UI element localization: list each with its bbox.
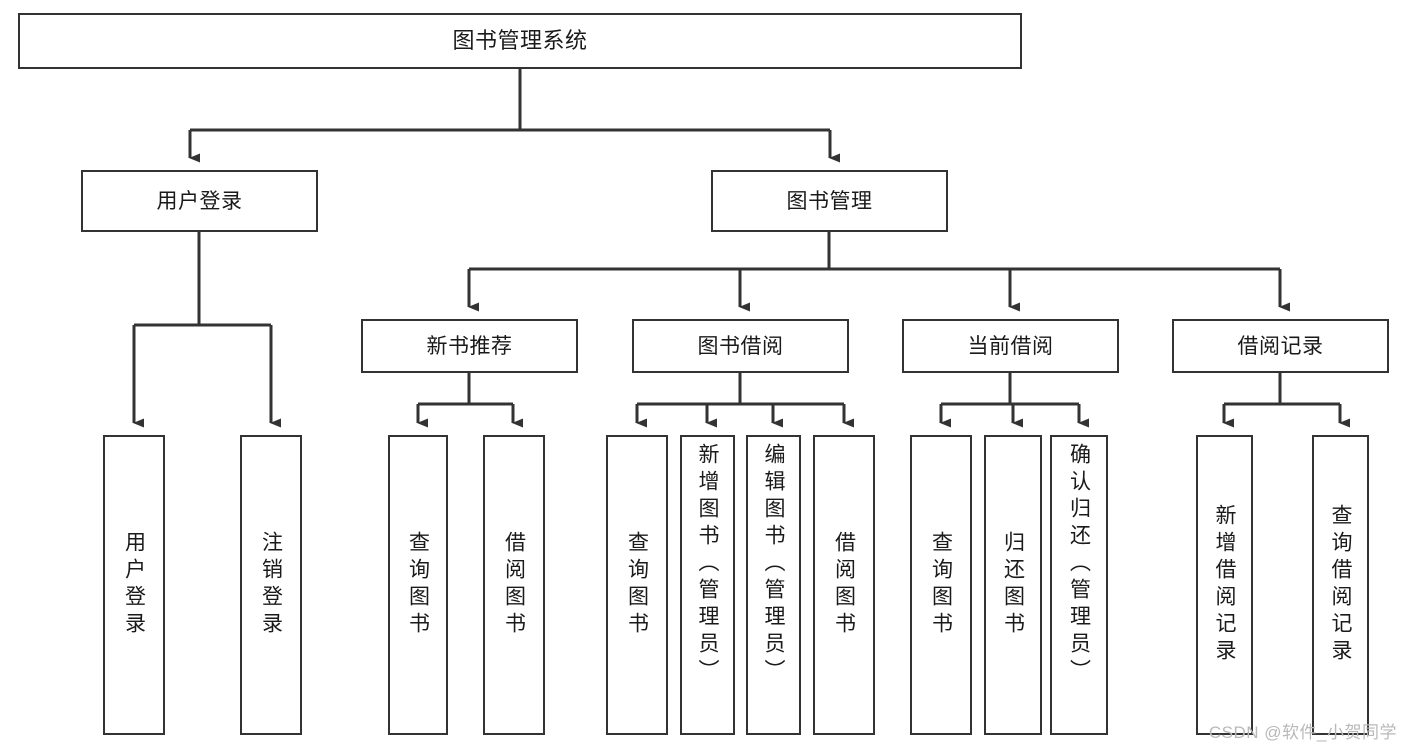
node-label: 归还图书 [1001, 531, 1025, 639]
csdn-watermark: CSDN @软件_小贺同学 [1208, 723, 1397, 742]
node-label: 查询图书 [406, 531, 430, 639]
node-label: 图书借阅 [697, 334, 784, 358]
node-leaf-return-book[interactable]: 归还图书 [984, 435, 1042, 735]
node-label: 查询图书 [625, 531, 649, 639]
node-label: 新增图书（管理员） [696, 443, 719, 686]
node-leaf-query-book-2[interactable]: 查询图书 [606, 435, 668, 735]
node-leaf-query-book-3[interactable]: 查询图书 [910, 435, 972, 735]
node-root[interactable]: 图书管理系统 [18, 13, 1022, 69]
node-leaf-borrow-book-1[interactable]: 借阅图书 [483, 435, 545, 735]
node-leaf-user-login[interactable]: 用户登录 [103, 435, 165, 735]
node-leaf-edit-book[interactable]: 编辑图书（管理员） [746, 435, 801, 735]
node-leaf-query-record[interactable]: 查询借阅记录 [1312, 435, 1369, 735]
node-new-book-rec[interactable]: 新书推荐 [361, 319, 578, 373]
node-label: 当前借阅 [967, 334, 1054, 358]
node-book-borrow[interactable]: 图书借阅 [632, 319, 849, 373]
node-label: 图书管理系统 [452, 28, 588, 53]
node-leaf-borrow-book-2[interactable]: 借阅图书 [813, 435, 875, 735]
node-book-manage[interactable]: 图书管理 [711, 170, 948, 232]
node-leaf-query-book-1[interactable]: 查询图书 [388, 435, 448, 735]
node-label: 图书管理 [786, 189, 873, 213]
node-user-login[interactable]: 用户登录 [81, 170, 318, 232]
node-label: 注销登录 [259, 531, 283, 639]
node-label: 编辑图书（管理员） [762, 443, 785, 686]
node-borrow-record[interactable]: 借阅记录 [1172, 319, 1389, 373]
node-label: 用户登录 [122, 531, 146, 639]
node-label: 借阅图书 [502, 531, 526, 639]
node-label: 新增借阅记录 [1213, 504, 1236, 666]
node-label: 查询图书 [929, 531, 953, 639]
node-leaf-add-book[interactable]: 新增图书（管理员） [680, 435, 735, 735]
node-current-borrow[interactable]: 当前借阅 [902, 319, 1119, 373]
node-leaf-add-record[interactable]: 新增借阅记录 [1196, 435, 1253, 735]
node-label: 借阅图书 [832, 531, 856, 639]
node-label: 新书推荐 [426, 334, 513, 358]
node-label: 查询借阅记录 [1329, 504, 1352, 666]
node-leaf-confirm-return[interactable]: 确认归还（管理员） [1050, 435, 1108, 735]
node-label: 借阅记录 [1237, 334, 1324, 358]
node-label: 用户登录 [156, 189, 243, 213]
node-leaf-logout[interactable]: 注销登录 [240, 435, 302, 735]
node-label: 确认归还（管理员） [1067, 443, 1091, 686]
